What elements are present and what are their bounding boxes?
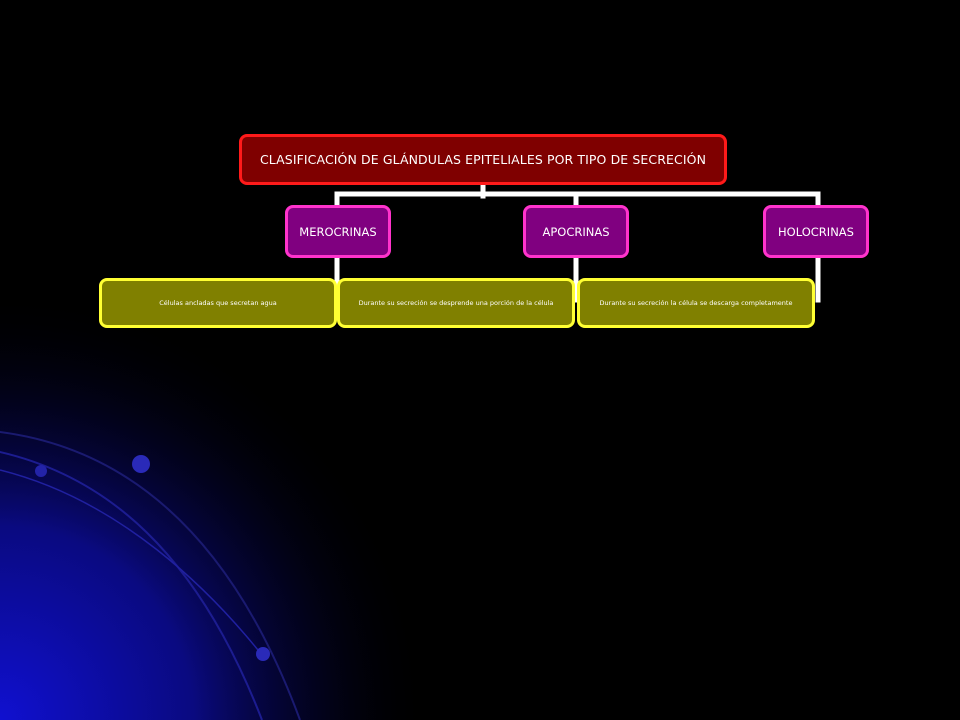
root-label: CLASIFICACIÓN DE GLÁNDULAS EPITELIALES P…	[259, 152, 707, 167]
description-text: Durante su secreción se desprende una po…	[358, 299, 554, 307]
description-text: Durante su secreción la célula se descar…	[599, 299, 793, 307]
background-arc	[0, 469, 263, 656]
category-label: MEROCRINAS	[299, 224, 377, 239]
root-node: CLASIFICACIÓN DE GLÁNDULAS EPITELIALES P…	[239, 134, 727, 185]
category-holocrinas: HOLOCRINAS	[763, 205, 869, 258]
description-merocrinas: Células ancladas que secretan agua	[99, 278, 337, 328]
background-arc	[0, 451, 263, 720]
description-apocrinas: Durante su secreción se desprende una po…	[337, 278, 575, 328]
category-label: APOCRINAS	[542, 224, 610, 239]
background-dot	[132, 455, 150, 473]
category-apocrinas: APOCRINAS	[523, 205, 629, 258]
description-holocrinas: Durante su secreción la célula se descar…	[577, 278, 815, 328]
background-arc	[0, 431, 301, 720]
category-merocrinas: MEROCRINAS	[285, 205, 391, 258]
category-label: HOLOCRINAS	[778, 224, 854, 239]
description-text: Células ancladas que secretan agua	[159, 299, 277, 307]
background-dot	[256, 647, 270, 661]
background-dot	[35, 465, 47, 477]
